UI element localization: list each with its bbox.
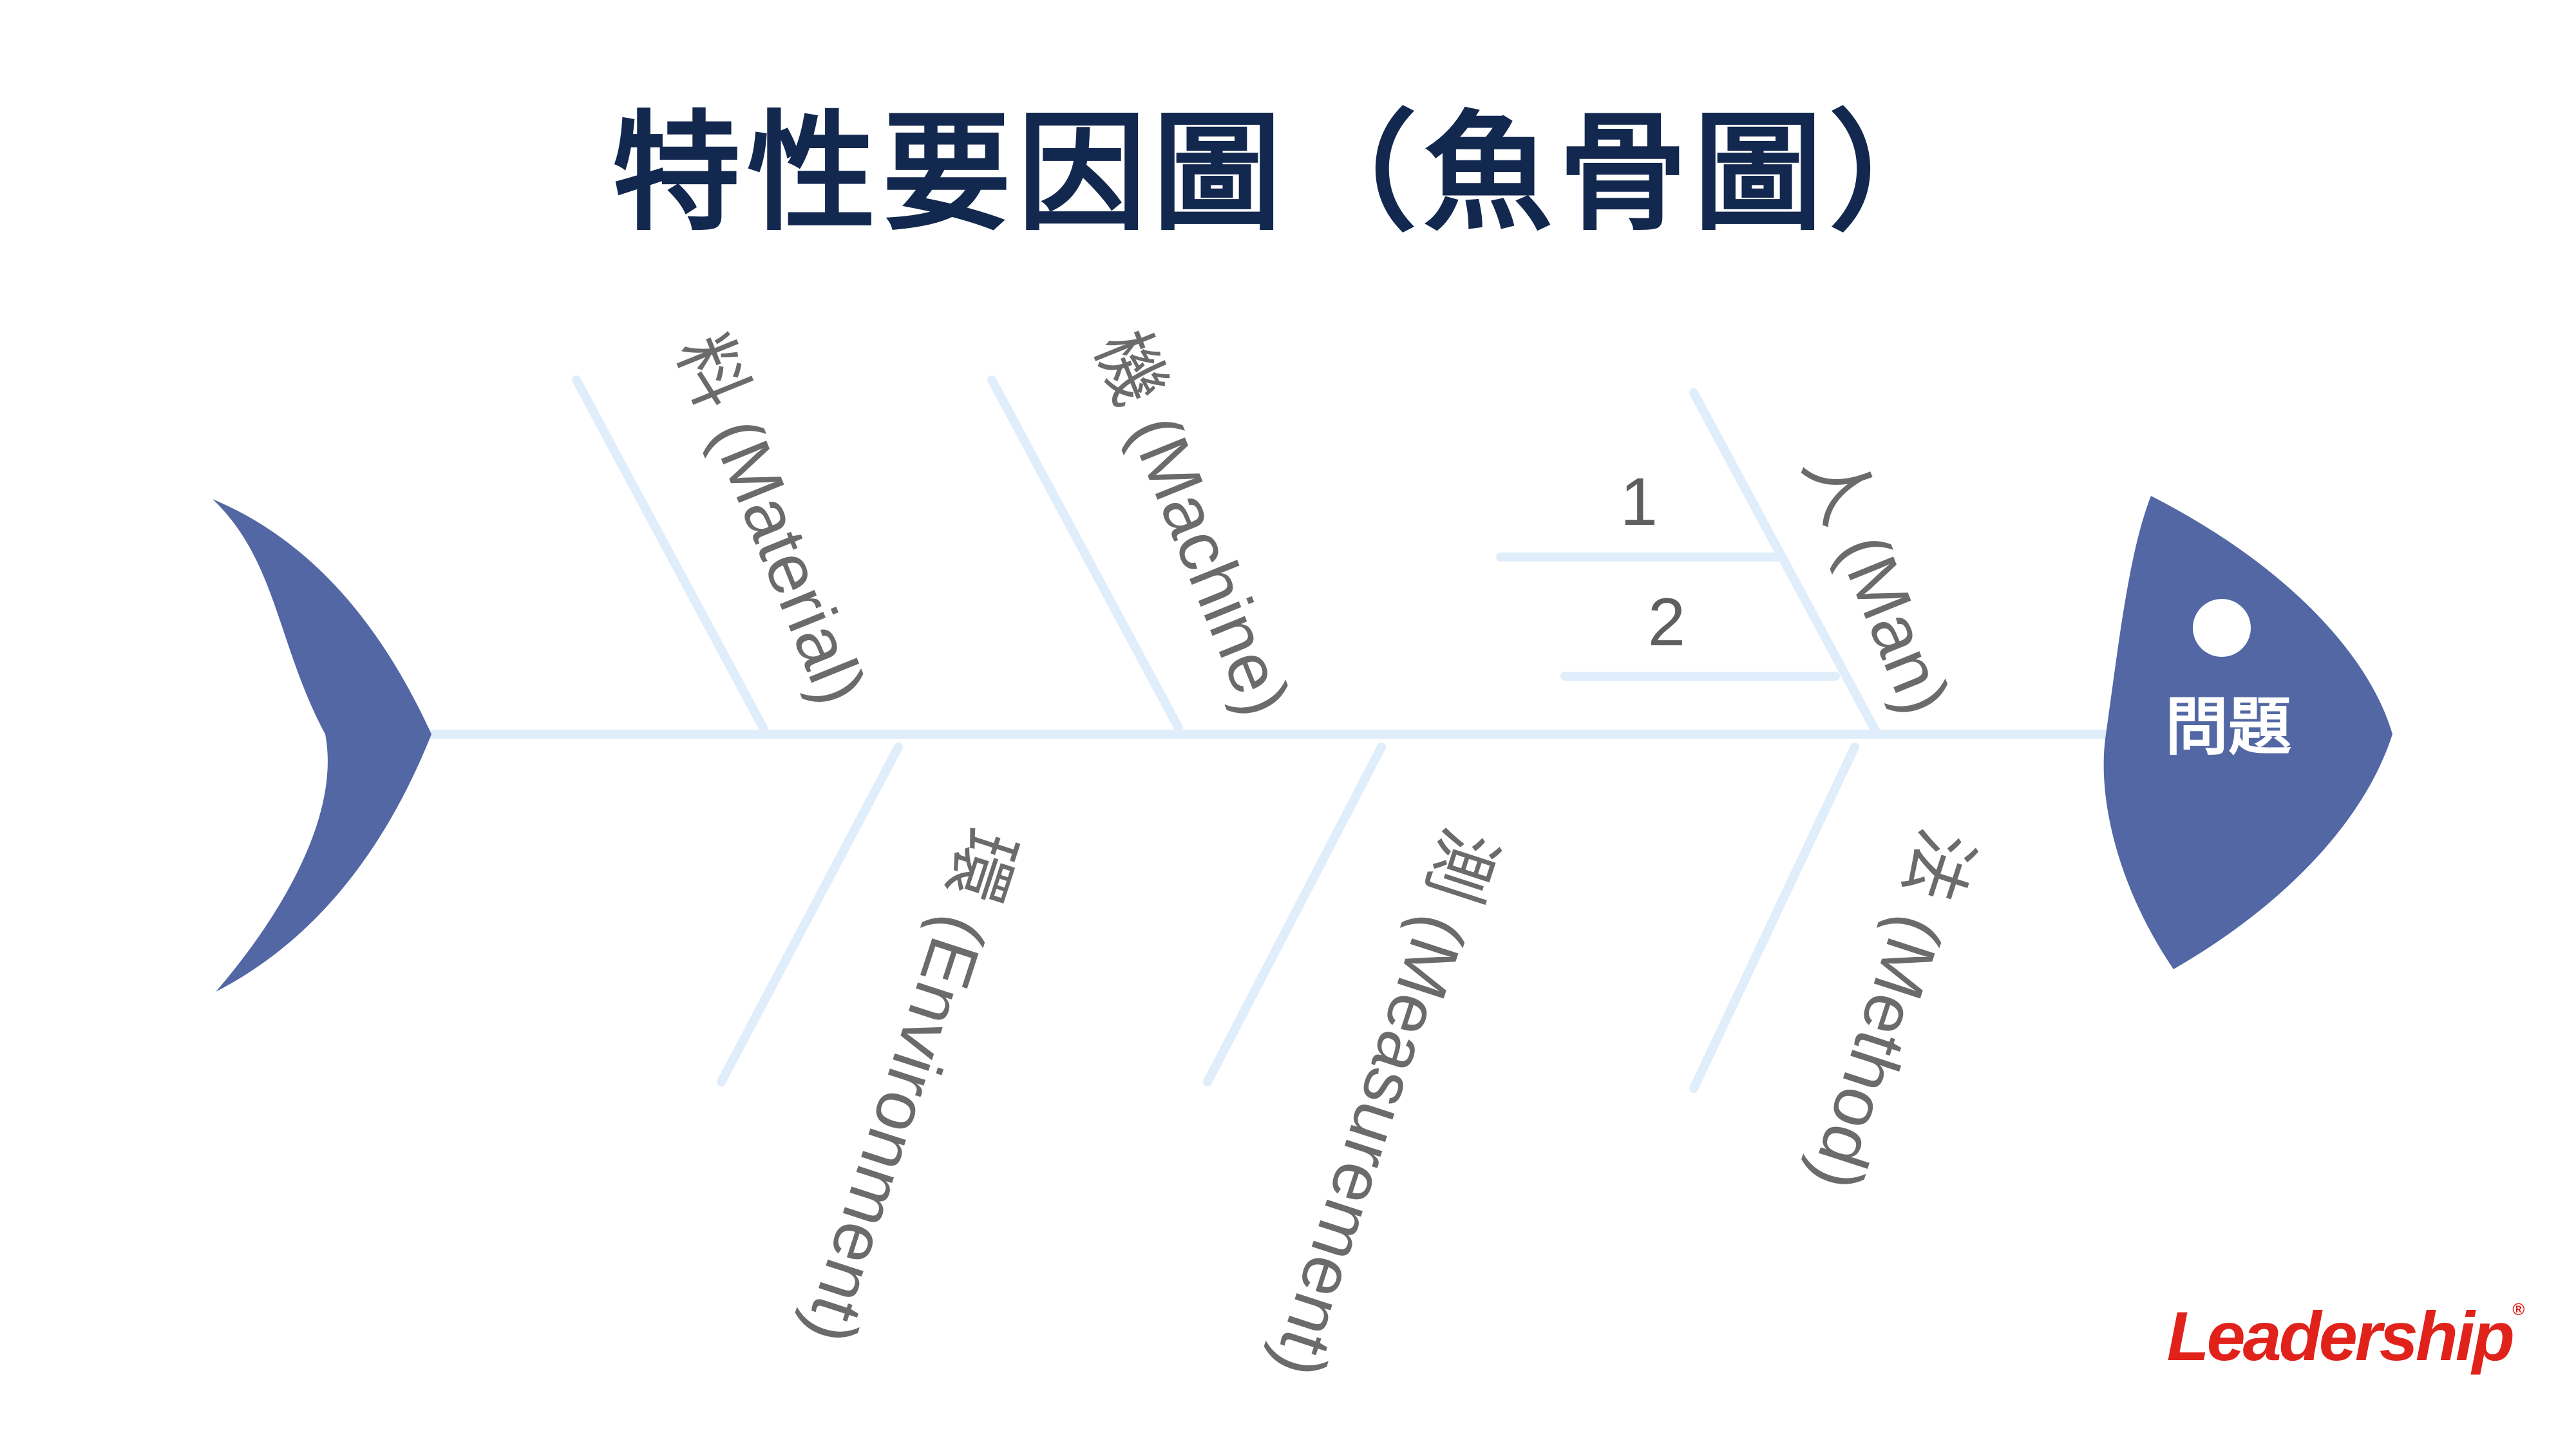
bone-machine	[987, 375, 1183, 732]
fish-head	[2103, 496, 2392, 969]
bone-environment	[717, 743, 903, 1086]
label-material: 料 (Material)	[662, 324, 882, 715]
label-machine: 機 (Machine)	[1081, 321, 1306, 726]
brand-mark: ®	[2512, 1300, 2524, 1319]
fish-tail	[213, 499, 431, 992]
brand-name: Leadership	[2166, 1297, 2515, 1375]
problem-label: 問題	[2165, 690, 2291, 764]
label-environment: 環 (Environment)	[789, 820, 1030, 1354]
sub-cause-2: 2	[1648, 585, 1685, 660]
sub-cause-1: 1	[1620, 464, 1658, 540]
page-title: 特性要因圖（魚骨圖）	[611, 99, 1964, 249]
bone-man	[1689, 388, 1882, 739]
brand-logo: Leadership®	[2167, 1301, 2524, 1371]
bones	[414, 375, 2130, 1093]
bone-measurement	[1203, 743, 1386, 1086]
label-man: 人 (Man)	[1789, 440, 1965, 725]
label-method: 法 (Method)	[1795, 820, 1986, 1200]
bone-material	[572, 375, 768, 732]
fish-eye	[2193, 599, 2251, 657]
bone-method	[1689, 743, 1859, 1093]
